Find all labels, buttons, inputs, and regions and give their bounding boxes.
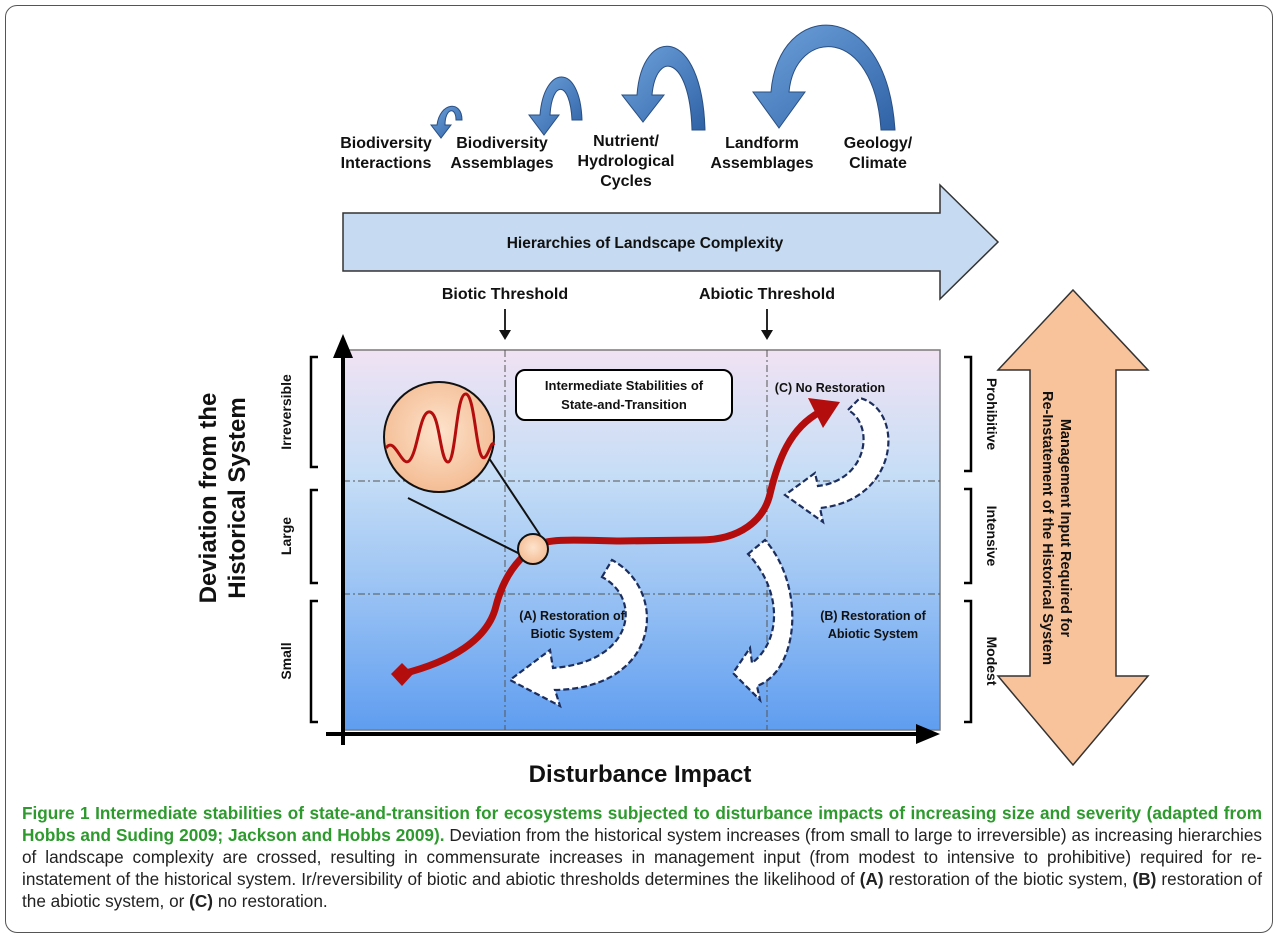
curved-arrow-icon xyxy=(429,105,463,139)
restoration-c-label: (C) No Restoration xyxy=(775,381,885,395)
hierarchy-labels: Biodiversity Interactions Biodiversity A… xyxy=(340,133,913,190)
deviation-level-irreversible: Irreversible xyxy=(278,374,294,450)
axes xyxy=(326,334,940,745)
curved-arrow-icon xyxy=(752,24,896,131)
ecosystem-diagram: Biodiversity Interactions Biodiversity A… xyxy=(195,24,1150,788)
level-line: Geology/ xyxy=(844,135,913,152)
caption-ref-c: (C) xyxy=(189,891,214,911)
caption-text: no restoration. xyxy=(213,891,328,911)
level-line: Biodiversity xyxy=(340,135,432,152)
management-arrow xyxy=(996,288,1150,767)
state-transition-curve xyxy=(398,408,824,678)
stabilities-box-line1: Intermediate Stabilities of xyxy=(545,378,704,393)
restoration-arrows xyxy=(507,396,890,709)
restoration-arrow-c-icon xyxy=(783,396,890,525)
threshold-pointer-arrows xyxy=(499,309,773,340)
caption-text: restoration of the biotic system, xyxy=(883,869,1133,889)
level-line: Assemblages xyxy=(450,155,553,172)
restoration-b-line2: Abiotic System xyxy=(828,627,918,641)
biotic-threshold-label: Biotic Threshold xyxy=(442,286,568,303)
restoration-a-line1: (A) Restoration of xyxy=(519,609,625,623)
curved-arrow-icon xyxy=(528,76,583,136)
figure-caption: Figure 1 Intermediate stabilities of sta… xyxy=(22,802,1262,912)
stabilities-box xyxy=(515,369,733,421)
caption-title: Figure 1 Intermediate stabilities of sta… xyxy=(22,803,1262,845)
management-level-intensive: Intensive xyxy=(984,506,1000,567)
restoration-a-line2: Biotic System xyxy=(531,627,614,641)
caption-text: Deviation from the historical system inc… xyxy=(22,825,1262,889)
caption-text: restoration of the abiotic system, or xyxy=(22,869,1262,911)
hierarchy-curved-arrows xyxy=(429,24,896,139)
hierarchy-arrow-label: Hierarchies of Landscape Complexity xyxy=(507,235,784,252)
restoration-arrow-a-icon xyxy=(507,558,649,709)
management-brackets xyxy=(964,355,973,724)
level-biodiversity-interactions: Biodiversity Interactions xyxy=(340,135,432,172)
level-line: Interactions xyxy=(341,155,432,172)
curve-arrowhead-icon xyxy=(808,398,840,428)
deviation-brackets xyxy=(309,355,318,724)
management-arrow-line2: Re-Instatement of the Historical System xyxy=(1039,391,1055,665)
abiotic-threshold-label: Abiotic Threshold xyxy=(699,286,835,303)
oscillation-icon xyxy=(384,392,496,464)
management-level-modest: Modest xyxy=(984,637,1000,686)
level-line: Biodiversity xyxy=(456,135,548,152)
x-axis-title: Disturbance Impact xyxy=(529,761,752,788)
level-nutrient-cycles: Nutrient/ Hydrological Cycles xyxy=(578,133,675,190)
figure-frame xyxy=(5,5,1273,933)
stabilities-box-line2: State-and-Transition xyxy=(561,397,687,412)
y-axis-title-line1: Deviation from the xyxy=(195,393,222,604)
hierarchy-arrow xyxy=(342,183,1000,301)
deviation-level-small: Small xyxy=(278,642,294,679)
caption-ref-a: (A) xyxy=(859,869,884,889)
level-biodiversity-assemblages: Biodiversity Assemblages xyxy=(450,135,553,172)
restoration-b-line1: (B) Restoration of xyxy=(820,609,926,623)
level-geology-climate: Geology/ Climate xyxy=(844,135,913,172)
curve-start-diamond-icon xyxy=(391,663,413,686)
magnifier xyxy=(383,381,549,565)
curved-arrow-icon xyxy=(620,45,706,131)
level-line: Assemblages xyxy=(710,155,813,172)
management-arrow-line1: Management Input Required for xyxy=(1057,419,1073,638)
caption-ref-b: (B) xyxy=(1132,869,1157,889)
magnified-point xyxy=(517,533,549,565)
restoration-arrow-b-icon xyxy=(731,538,794,704)
management-level-prohibitive: Prohibitive xyxy=(984,378,1000,451)
deviation-level-large: Large xyxy=(278,517,294,555)
level-line: Landform xyxy=(725,135,799,152)
level-line: Climate xyxy=(849,155,907,172)
level-landform-assemblages: Landform Assemblages xyxy=(710,135,813,172)
level-line: Nutrient/ xyxy=(593,133,659,150)
level-line: Cycles xyxy=(600,173,652,190)
level-line: Hydrological xyxy=(578,153,675,170)
y-axis-title-line2: Historical System xyxy=(224,397,251,598)
